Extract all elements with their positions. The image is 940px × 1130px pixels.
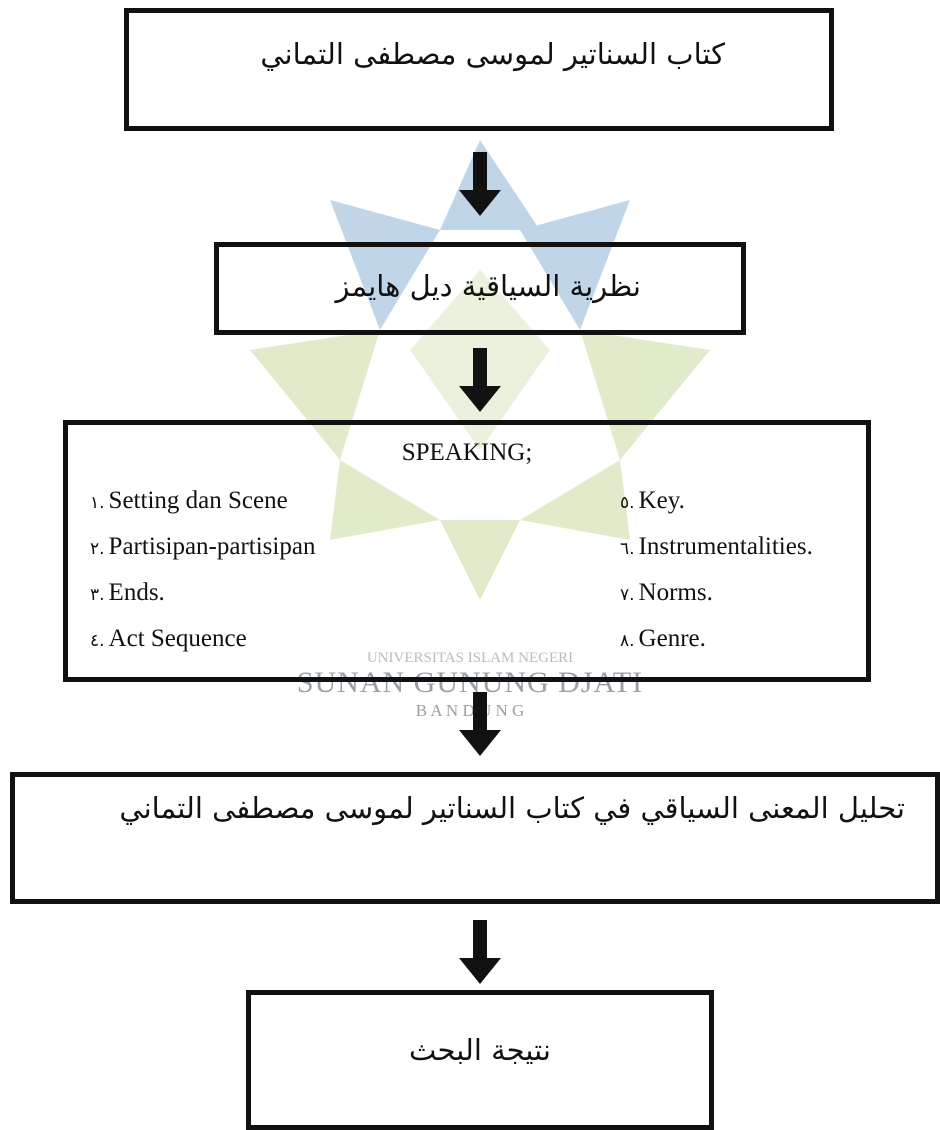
item-number: ٧.: [620, 585, 635, 605]
speaking-item-3: ٣. Ends.: [90, 579, 165, 607]
item-label: Genre.: [638, 625, 706, 652]
item-number: ٨.: [620, 631, 635, 651]
item-number: ٣.: [90, 585, 105, 605]
item-label: Act Sequence: [108, 625, 247, 652]
flow-box-theory: نظرية السياقية ديل هايمز: [214, 242, 746, 335]
arrow-down-icon: [459, 152, 501, 216]
speaking-item-2: ٢. Partisipan-partisipan: [90, 533, 315, 561]
flow-box-result: نتيجة البحث: [246, 990, 714, 1130]
speaking-title: SPEAKING;: [401, 439, 533, 466]
theory-title: نظرية السياقية ديل هايمز: [335, 269, 641, 303]
item-number: ٤.: [90, 631, 105, 651]
item-label: Instrumentalities.: [638, 533, 813, 560]
source-book-title: كتاب السناتير لموسى مصطفى التماني: [260, 37, 725, 71]
item-number: ٢.: [90, 539, 105, 559]
speaking-item-6: ٦. Instrumentalities.: [620, 533, 813, 561]
result-title: نتيجة البحث: [409, 1033, 551, 1067]
arrow-down-icon: [459, 692, 501, 756]
item-number: ٦.: [620, 539, 635, 559]
item-label: Norms.: [638, 579, 713, 606]
flow-box-speaking: SPEAKING; ١. Setting dan Scene ٢. Partis…: [63, 420, 871, 682]
speaking-item-8: ٨. Genre.: [620, 625, 706, 653]
watermark-line1: UNIVERSITAS ISLAM NEGERI: [366, 650, 574, 666]
speaking-item-4: ٤. Act Sequence: [90, 625, 247, 653]
watermark-logo: [250, 140, 710, 600]
item-label: Ends.: [108, 579, 165, 606]
item-label: Key.: [638, 487, 685, 514]
flow-box-source-book: كتاب السناتير لموسى مصطفى التماني: [124, 8, 834, 131]
watermark-line3: B A N D U N G: [415, 701, 525, 720]
arrow-down-icon: [459, 348, 501, 412]
speaking-item-5: ٥. Key.: [620, 487, 685, 515]
watermark-line2: SUNAN GUNUNG DJATI: [296, 666, 644, 699]
item-number: ٥.: [620, 493, 635, 513]
item-number: ١.: [90, 493, 105, 513]
flow-box-analysis: تحليل المعنى السياقي في كتاب السناتير لم…: [10, 772, 940, 904]
speaking-item-1: ١. Setting dan Scene: [90, 487, 288, 515]
analysis-title: تحليل المعنى السياقي في كتاب السناتير لم…: [119, 791, 905, 825]
item-label: Setting dan Scene: [108, 487, 288, 514]
speaking-item-7: ٧. Norms.: [620, 579, 713, 607]
item-label: Partisipan-partisipan: [108, 533, 316, 560]
arrow-down-icon: [459, 920, 501, 984]
